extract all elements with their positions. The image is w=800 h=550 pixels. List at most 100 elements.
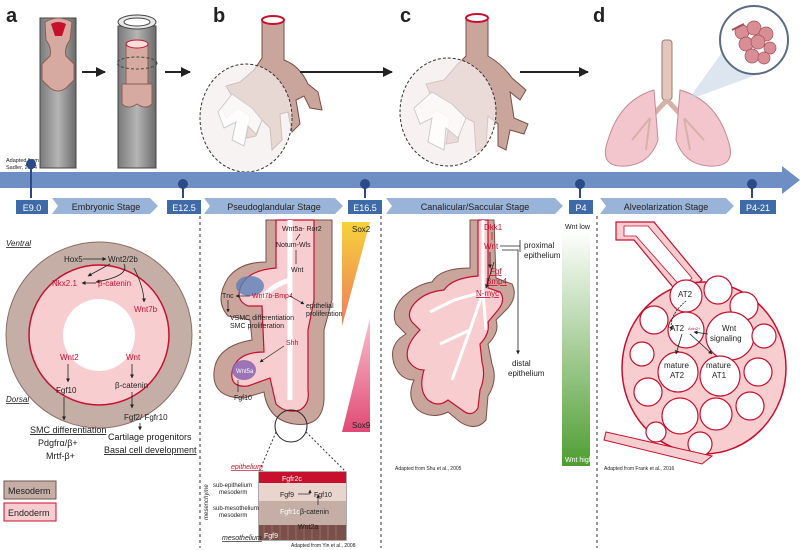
- stage-pseudoglandular: Pseudoglandular Stage: [204, 198, 343, 214]
- c-to-distal-arrow: [502, 249, 520, 355]
- inset-subepi-1: sub-epithelium: [213, 483, 252, 489]
- gut-tube-illustration-1: [39, 17, 77, 169]
- wnt-label: Wnt: [126, 353, 141, 362]
- sox2-label: Sox2: [352, 225, 371, 234]
- c-bmp4: Bmp4: [486, 277, 507, 286]
- panel-a-diagram: Ventral Dorsal Hox5 Wnt2/2b Nkx2.1 β-cat…: [3, 239, 197, 522]
- zoom-line-right: [305, 431, 347, 473]
- wnt7b-arrow: [133, 267, 146, 303]
- panel-c-adapted: Adapted from Shu et al., 2005: [395, 466, 462, 472]
- panel-letter-b: b: [213, 5, 225, 27]
- stage-label-alveolarization: Alveolarization Stage: [624, 202, 709, 212]
- stage-canalicular: Canalicular/Saccular Stage: [386, 198, 563, 214]
- stage-label-pseudoglandular: Pseudoglandular Stage: [227, 202, 321, 212]
- panel-letter-a: a: [6, 5, 18, 27]
- wnt-gradient-bar: [562, 230, 590, 466]
- c-proximal-1: proximal: [524, 241, 554, 250]
- legend-endoderm-label: Endoderm: [8, 508, 50, 518]
- ventral-label: Ventral: [6, 239, 31, 248]
- panel-b-adapted: Adapted from Yin et al., 2008: [291, 543, 356, 549]
- inset-zoom-circle: [274, 409, 308, 443]
- c-nmyc: N-myc: [476, 289, 499, 298]
- mrtf-label: Mrtf-β+: [46, 451, 75, 461]
- timeline-marker-p21: [747, 179, 757, 198]
- bcat1-label: β-catenin: [98, 279, 131, 288]
- d-axin2: Axin2+: [688, 326, 701, 331]
- d-at2-to-mature-at1: [689, 333, 713, 355]
- c-wnt-low: Wnt low: [565, 224, 591, 231]
- stage-alveolarization: Alveolarization Stage: [600, 198, 734, 214]
- lumen: [63, 299, 135, 371]
- c-fgf: Fgf: [490, 267, 502, 276]
- b-wnt5a-ror2: Wnt5a- Ror2: [282, 226, 322, 233]
- sox2-gradient: [342, 222, 370, 326]
- b-notum-wls: Notum-Wls: [276, 242, 311, 249]
- wnt2-label: Wnt2: [60, 353, 79, 362]
- purple-region: [232, 360, 256, 380]
- legend-mesoderm-box: [3, 480, 57, 500]
- blue-region: [236, 276, 264, 296]
- wnt22b-to-nkx-arrow: [87, 263, 111, 277]
- basal-label: Basal cell development: [104, 445, 197, 455]
- time-label-e16: E16.5: [353, 203, 377, 213]
- fgf2-label: Fgf2/ Fgfr10: [124, 413, 168, 422]
- panel-c-diagram: Dkk1 Wnt proximal epithelium Fgf Bmp4 N-…: [392, 219, 593, 472]
- b-wnt5a2: Wnt5a: [236, 369, 254, 375]
- b-wnt: Wnt: [291, 267, 304, 274]
- time-box-e9: E9.0: [16, 200, 48, 214]
- hox5-label: Hox5: [64, 255, 83, 264]
- c-proximal-2: epithelium: [524, 251, 561, 260]
- b-epi-prolif-2: proliferation: [306, 311, 343, 318]
- timeline-marker-e9: [26, 159, 36, 198]
- zoom-line-left: [258, 431, 277, 473]
- adult-lung-illustration: [604, 5, 789, 167]
- b-epi-prolif-1: epithelial: [306, 303, 334, 310]
- inset-bcat: β-catenin: [300, 509, 329, 516]
- pdgfr-label: Pdgfrα/β+: [38, 438, 78, 448]
- inset-mesothelium-label: mesothelium: [222, 535, 262, 542]
- legend-endoderm-box: [3, 502, 57, 522]
- time-box-p21: P4-21: [740, 200, 776, 214]
- inset-mesenchyme-label: mesenchyme: [204, 484, 210, 520]
- stage-label-canalicular: Canalicular/Saccular Stage: [421, 202, 530, 212]
- inset-fgfr1c: Fgfr1c: [280, 509, 300, 516]
- c-wnt: Wnt: [484, 242, 499, 251]
- timeline-marker-e12: [178, 179, 188, 198]
- fgf10-label: Fgf10: [56, 386, 77, 395]
- timeline-bar: [0, 166, 800, 194]
- c-dkk1: Dkk1: [484, 223, 503, 232]
- d-at2b: AT2: [670, 324, 685, 333]
- timeline-marker-p4: [575, 179, 585, 198]
- sox9-gradient: [342, 318, 370, 432]
- b-shh-arrow: [259, 345, 285, 363]
- c-distal-2: epithelium: [508, 369, 545, 378]
- wnt22b-to-bcat-arrow: [95, 263, 126, 284]
- c-wnt-to-nmyc: [485, 261, 495, 289]
- cartilage-label: Cartilage progenitors: [108, 432, 192, 442]
- time-label-e9: E9.0: [23, 203, 42, 213]
- panel-b-diagram: Wnt5a- Ror2 Notum-Wls Wnt Tnc Wnt7b-Bmp4…: [204, 219, 371, 549]
- bcat2-label: β-catenin: [115, 381, 148, 390]
- b-vsmc-2: SMC proliferation: [230, 323, 284, 330]
- mesenchyme-inset: Fgfr2c Fgf9 Fgf10 Fgfr1c β-catenin Wnt2a…: [258, 471, 347, 541]
- stage-embryonic: Embryonic Stage: [52, 198, 158, 214]
- inset-submeso-2: mesoderm: [219, 513, 247, 519]
- stage-label-embryonic: Embryonic Stage: [72, 202, 141, 212]
- inset-fgfr2c: Fgfr2c: [282, 476, 302, 483]
- inset-subepi-2: mesoderm: [219, 490, 247, 496]
- timeline-adapted-line1: Adapted from: [6, 158, 39, 164]
- time-label-p4: P4: [575, 203, 586, 213]
- d-mature-at2-1: mature: [664, 361, 689, 370]
- inset-fgf10: Fgf10: [314, 492, 332, 499]
- timeline-marker-e16: [360, 179, 370, 198]
- b-shh: Shh: [286, 340, 299, 347]
- d-at2-dashed-arrow: [669, 300, 687, 331]
- d-at2-to-mature-at2: [675, 333, 683, 355]
- timeline-adapted-line2: Sadler, 2004: [6, 165, 37, 171]
- inset-fgf9b: Fgf9: [264, 533, 278, 540]
- panel-d-adapted: Adapted from Frank et al., 2016: [604, 466, 675, 472]
- inset-epithelium-label: epithelium: [231, 464, 263, 471]
- time-box-e16: E16.5: [348, 200, 382, 214]
